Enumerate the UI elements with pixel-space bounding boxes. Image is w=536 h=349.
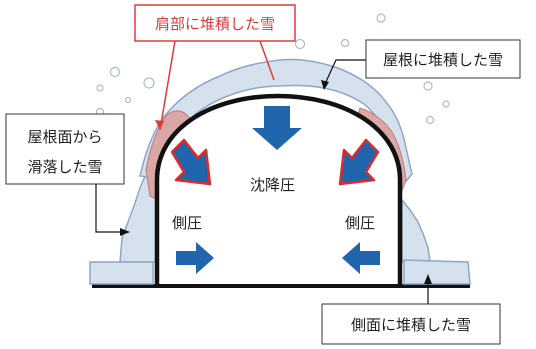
snowflake-icon [425, 115, 435, 125]
right-base-snow [403, 259, 471, 285]
right-side-snow [401, 197, 431, 263]
roof-snow-label: 屋根に堆積した雪 [383, 51, 503, 69]
arrow-horizontal-icon [176, 242, 214, 274]
snowflake-icon [124, 96, 132, 104]
arrowhead-icon [321, 80, 329, 90]
arrow-down-icon [252, 106, 302, 150]
snowflake-icon [294, 38, 306, 50]
snowflake-icon [109, 66, 121, 78]
left-base-snow [89, 261, 154, 285]
slid-snow-leader [95, 184, 124, 233]
settling-pressure-label: 沈降圧 [250, 176, 295, 194]
side-pressure-right-label: 側圧 [345, 214, 375, 232]
roof-snow-leader [323, 59, 366, 87]
side-snow-callout-box [321, 303, 501, 345]
snowflake-icon [143, 77, 155, 89]
arrow-diagonal-icon [338, 138, 380, 186]
roof-snow-callout-box [365, 39, 521, 79]
arrow-diagonal-icon [170, 138, 212, 186]
snowflake-icon [442, 100, 450, 108]
snowflake-icon [376, 13, 386, 23]
side-snow-label: 側面に堆積した雪 [351, 316, 471, 334]
snowflake-icon [340, 38, 350, 48]
shoulder-snow-leader [159, 40, 176, 131]
slid-snow-label-line1: 屋根面から [27, 128, 102, 146]
shoulder-snow-leader-right [259, 40, 275, 81]
arrowhead-icon [155, 120, 164, 130]
building-structure [154, 93, 403, 284]
side-pressure-left-label: 側圧 [172, 214, 202, 232]
shoulder-snow-label: 肩部に堆積した雪 [155, 15, 275, 33]
slid-snow-callout-box [5, 113, 125, 185]
snowflake-icon [96, 84, 104, 92]
snowflake-icon [423, 81, 433, 91]
arrowhead-icon [424, 274, 432, 284]
roof-snow [139, 58, 413, 188]
slid-snow-label-line2: 滑落した雪 [27, 158, 102, 176]
arrowhead-icon [120, 228, 130, 236]
arrow-horizontal-icon [342, 242, 380, 274]
shoulder-snow-callout-box [134, 4, 296, 42]
snowflakes [95, 13, 450, 125]
